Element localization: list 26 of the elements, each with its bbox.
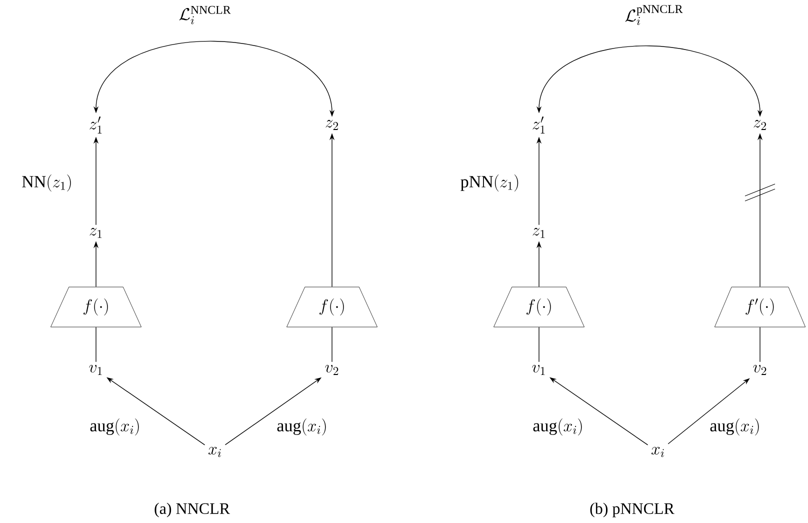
encoder-trapezoid: $f'(\cdot)$ — [714, 286, 806, 328]
encoder-trapezoid: $f(\cdot)$ — [494, 286, 584, 328]
variable-label: $x_i$ — [651, 446, 664, 458]
variable-label: $z_1$ — [532, 228, 545, 238]
variable-label: $z_1'$ — [532, 116, 545, 134]
encoder-trapezoid: $f(\cdot)$ — [286, 286, 378, 328]
edge-label: $\mathrm{aug}(x_i)$ — [532, 418, 584, 436]
variable-label: $v_2$ — [753, 364, 766, 375]
edge-label: $\mathrm{pNN}(z_1)$ — [459, 174, 521, 192]
edge-label: $\mathrm{aug}(x_i)$ — [708, 418, 762, 436]
variable-label: $z_1'$ — [90, 116, 102, 134]
variable-label: $z_2$ — [754, 120, 766, 130]
subfigure-caption: (a) NNCLR — [154, 502, 230, 518]
edge-label: $\mathcal{L}_i^{\mathrm{NNCLR}}$ — [178, 4, 232, 26]
edge-label: $\mathrm{aug}(x_i)$ — [276, 418, 328, 436]
subfigure-caption: (b) pNNCLR — [590, 502, 674, 518]
variable-label: $v_2$ — [325, 364, 338, 375]
edge-label: $\mathcal{L}_i^{\mathrm{pNNCLR}}$ — [624, 4, 684, 26]
variable-label: $v_1$ — [89, 364, 102, 375]
variable-label: $z_1$ — [90, 228, 102, 238]
variable-label: $z_2$ — [326, 120, 338, 130]
variable-label: $v_1$ — [532, 364, 545, 375]
edge-label: $\mathrm{aug}(x_i)$ — [88, 418, 142, 436]
encoder-trapezoid: $f(\cdot)$ — [50, 286, 142, 328]
edge-label: $\mathrm{NN}(z_1)$ — [20, 174, 74, 192]
variable-label: $x_i$ — [208, 446, 221, 458]
